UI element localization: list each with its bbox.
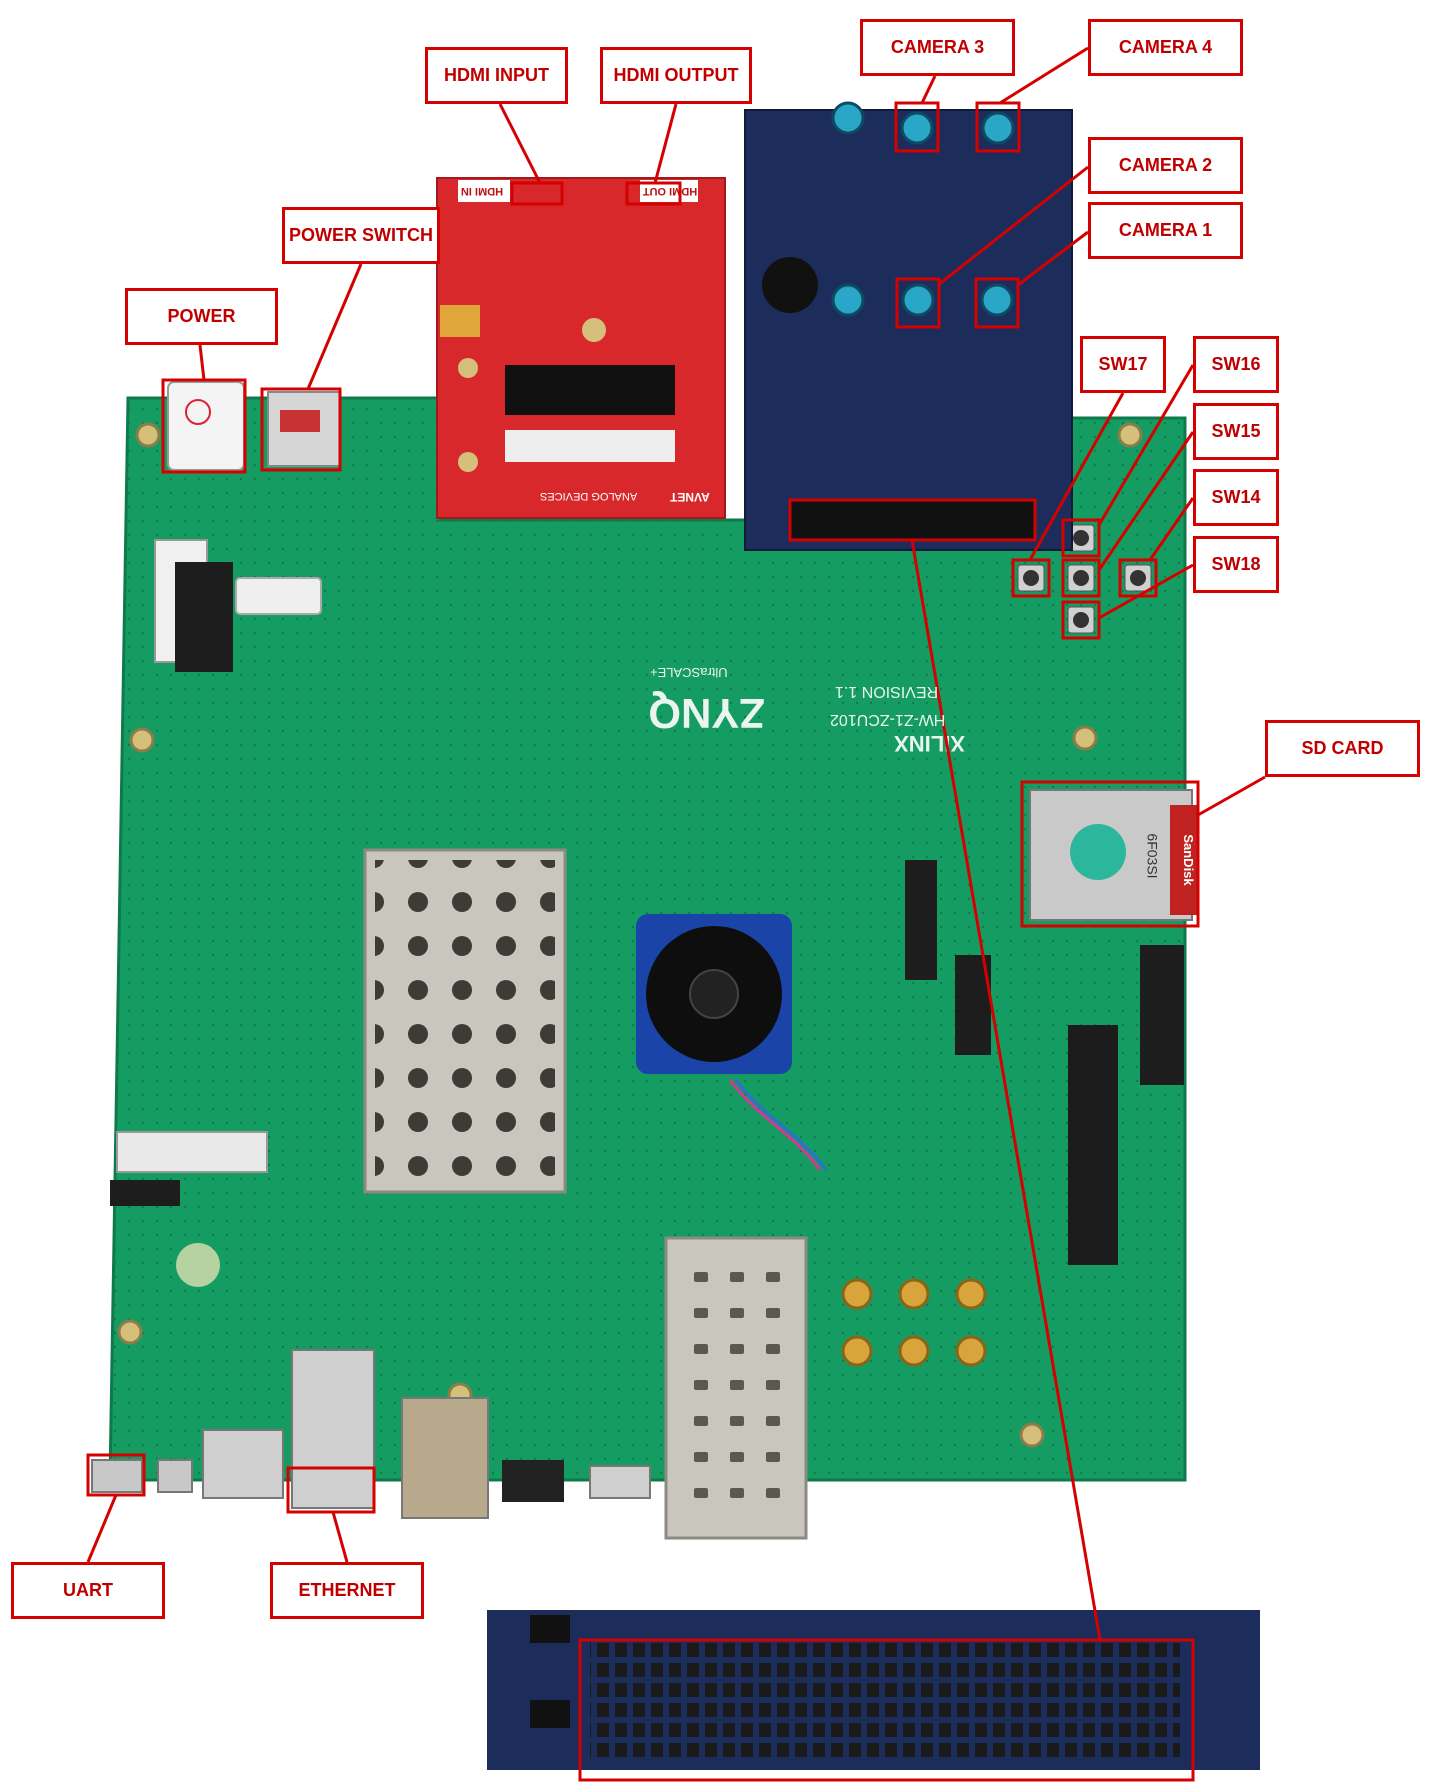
hdmi-in-silk: HDMI IN	[461, 185, 503, 197]
left-connectors	[110, 539, 322, 1287]
brand-text: XILINX	[894, 731, 965, 756]
fmc-maker2-silk: ANALOG DEVICES	[540, 490, 638, 502]
sw15-highlight	[1061, 558, 1101, 598]
sma-connectors	[841, 1278, 987, 1367]
camera-connector-bottom-left	[831, 283, 865, 317]
rf-shield	[363, 848, 567, 1194]
leader-lines	[86, 46, 1266, 1641]
camera-connector-top-left	[831, 101, 865, 135]
camera-2-connector	[901, 283, 935, 317]
fmc-maker-silk: AVNET	[670, 490, 710, 504]
camera-2-highlight	[895, 277, 941, 329]
inset-connector-highlight	[578, 1638, 1195, 1782]
cooling-fan	[636, 914, 828, 1171]
camera-3-connector	[900, 111, 934, 145]
sd-brand-text: SanDisk	[1181, 834, 1196, 886]
hdmi-out-highlight	[625, 181, 682, 206]
model-silk: HW-Z1-ZCU102	[830, 711, 946, 728]
camera-fmc-card	[744, 101, 1073, 551]
sd-card-label: SD CARD	[1265, 720, 1420, 777]
ethernet-highlight	[286, 1466, 376, 1514]
hdmi-input-label: HDMI INPUT	[425, 47, 568, 104]
camera-4-connector	[981, 111, 1015, 145]
camera-3-label: CAMERA 3	[860, 19, 1015, 76]
power-switch-label: POWER SWITCH	[282, 207, 440, 264]
sd-card-highlight	[1020, 780, 1200, 928]
revision-silk: REVISION 1.1	[835, 683, 939, 700]
power-label: POWER	[125, 288, 278, 345]
camera-1-highlight	[974, 277, 1020, 329]
sw14-label: SW14	[1193, 469, 1279, 526]
power-switch[interactable]	[267, 391, 341, 467]
connector-inset	[487, 1610, 1260, 1770]
product-text: ZYNQ	[648, 690, 765, 737]
family-silk: UltraSCALE+	[650, 665, 728, 680]
camera-1-label: CAMERA 1	[1088, 202, 1243, 259]
camera-2-label: CAMERA 2	[1088, 137, 1243, 194]
sw15-label: SW15	[1193, 403, 1279, 460]
uart-label: UART	[11, 1562, 165, 1619]
sw17-label: SW17	[1080, 336, 1166, 393]
sw18-label: SW18	[1193, 536, 1279, 593]
hdmi-in-highlight	[510, 181, 564, 206]
sd-card-slot: SanDisk	[1029, 789, 1198, 921]
power-connector	[167, 381, 245, 471]
camera-1-connector	[980, 283, 1014, 317]
sw16-label: SW16	[1193, 336, 1279, 393]
push-buttons	[1017, 524, 1152, 634]
power-switch-highlight	[260, 387, 342, 472]
board-branding: ZYNQ XILINX	[648, 690, 965, 756]
hdmi-fmc-card: HDMI IN HDMI OUT	[436, 177, 726, 519]
bottom-ports	[91, 1349, 651, 1519]
sfp-cage	[664, 1236, 808, 1540]
sw16-highlight	[1061, 518, 1101, 558]
camera-3-highlight	[894, 101, 940, 153]
camera-4-label: CAMERA 4	[1088, 19, 1243, 76]
hdmi-output-label: HDMI OUTPUT	[600, 47, 752, 104]
camera-4-highlight	[975, 101, 1021, 153]
sd-code-text: 6F03SI	[1144, 833, 1161, 879]
hdmi-out-silk: HDMI OUT	[643, 185, 698, 197]
sw18-highlight	[1061, 600, 1101, 640]
ethernet-label: ETHERNET	[270, 1562, 424, 1619]
